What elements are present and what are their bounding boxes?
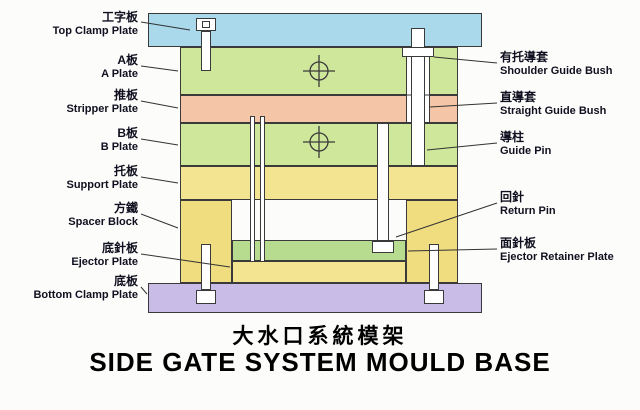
return-pin-head: [372, 241, 394, 253]
label-shoulder-guide-bush: 有托導套 Shoulder Guide Bush: [500, 50, 612, 78]
label-top-clamp-plate-en: Top Clamp Plate: [52, 25, 138, 37]
title-english: SIDE GATE SYSTEM MOULD BASE: [89, 347, 551, 377]
label-return-pin-en: Return Pin: [500, 205, 556, 217]
label-support-plate-en: Support Plate: [66, 179, 138, 191]
label-b-plate: B板 B Plate: [101, 126, 138, 154]
label-ejector-retainer-plate: 面針板 Ejector Retainer Plate: [500, 236, 614, 264]
label-stripper-plate-zh: 推板: [113, 88, 138, 102]
top-screw-shaft: [201, 31, 211, 71]
label-top-clamp-plate: 工字板 Top Clamp Plate: [53, 10, 138, 38]
bottom-screw-right-head: [424, 290, 444, 304]
bottom-screw-right-shaft: [429, 244, 439, 290]
label-shoulder-guide-bush-zh: 有托導套: [500, 50, 549, 64]
label-ejector-retainer-plate-en: Ejector Retainer Plate: [500, 251, 614, 263]
label-ejector-plate-zh: 底針板: [101, 241, 138, 255]
support-plate: [180, 166, 458, 200]
label-a-plate-en: A Plate: [101, 68, 138, 80]
title-chinese: 大水口系統模架: [232, 325, 408, 348]
label-return-pin: 回針 Return Pin: [500, 190, 556, 218]
label-b-plate-en: B Plate: [100, 141, 138, 153]
label-straight-guide-bush-en: Straight Guide Bush: [500, 105, 607, 117]
label-a-plate-zh: A板: [117, 53, 138, 67]
label-support-plate-zh: 托板: [113, 164, 138, 178]
label-stripper-plate-en: Stripper Plate: [66, 103, 138, 115]
shoulder-guide-bush-flange: [402, 47, 434, 57]
label-spacer-block: 方鐵 Spacer Block: [68, 201, 138, 229]
ejector-retainer-plate: [232, 240, 406, 261]
label-stripper-plate: 推板 Stripper Plate: [66, 88, 138, 116]
ejector-pin-1: [250, 116, 255, 262]
label-return-pin-zh: 回針: [500, 190, 525, 204]
label-spacer-block-zh: 方鐵: [113, 201, 138, 215]
label-guide-pin: 導柱 Guide Pin: [500, 130, 551, 158]
label-shoulder-guide-bush-en: Shoulder Guide Bush: [500, 65, 613, 77]
label-bottom-clamp-plate-zh: 底板: [113, 274, 138, 288]
label-guide-pin-zh: 導柱: [500, 130, 525, 144]
label-ejector-plate-en: Ejector Plate: [71, 256, 138, 268]
label-ejector-retainer-plate-zh: 面針板: [500, 236, 537, 250]
ejector-pin-2: [260, 116, 265, 262]
label-spacer-block-en: Spacer Block: [68, 216, 138, 228]
label-ejector-plate: 底針板 Ejector Plate: [71, 241, 138, 269]
top-screw-socket: [202, 21, 210, 28]
label-support-plate: 托板 Support Plate: [66, 164, 138, 192]
label-guide-pin-en: Guide Pin: [500, 145, 552, 157]
label-b-plate-zh: B板: [117, 126, 138, 140]
label-straight-guide-bush: 直導套 Straight Guide Bush: [500, 90, 606, 118]
guide-pin: [411, 28, 425, 166]
bottom-screw-left-shaft: [201, 244, 211, 290]
ejector-plate: [232, 261, 406, 283]
label-bottom-clamp-plate: 底板 Bottom Clamp Plate: [33, 274, 138, 302]
label-straight-guide-bush-zh: 直導套: [500, 90, 537, 104]
bottom-screw-left-head: [196, 290, 216, 304]
return-pin-shaft: [377, 123, 389, 241]
label-top-clamp-plate-zh: 工字板: [101, 10, 138, 24]
label-a-plate: A板 A Plate: [101, 53, 138, 81]
label-bottom-clamp-plate-en: Bottom Clamp Plate: [33, 289, 138, 301]
